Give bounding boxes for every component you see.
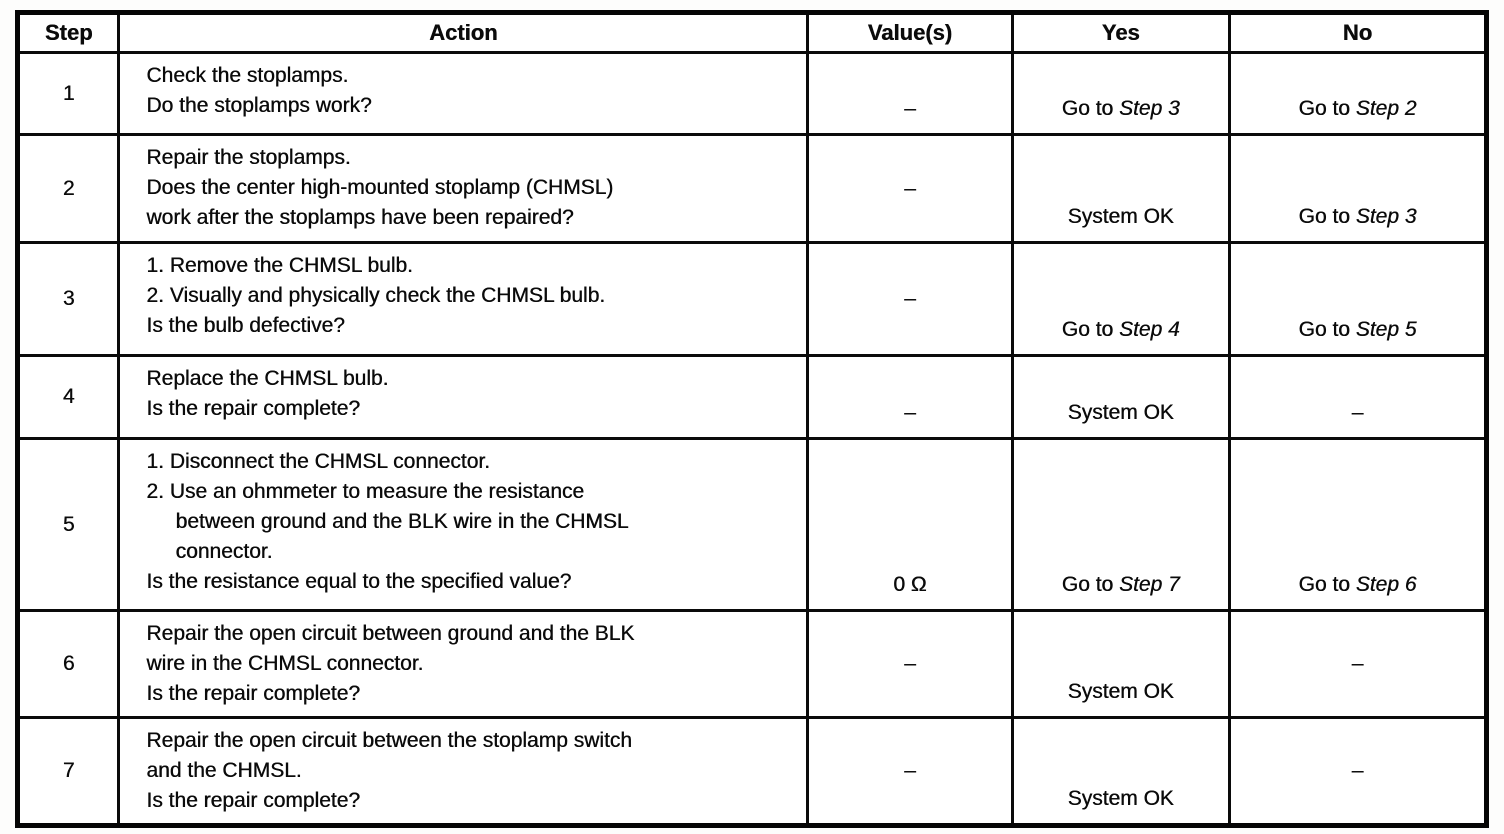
action-cell: 1. Disconnect the CHMSL connector. 2. Us… [117,437,810,612]
yes-cell: System OK [1010,354,1231,440]
step-reference: Step 2 [1355,97,1417,120]
step-reference: Step 6 [1355,573,1417,596]
step-reference: Step 7 [1118,573,1180,596]
value-cell: – [806,133,1014,244]
action-cell: Replace the CHMSL bulb. Is the repair co… [117,354,810,440]
no-text: Go to [1298,205,1356,228]
step-reference: Step 5 [1355,318,1417,341]
yes-cell: System OK [1010,716,1231,827]
table-row-step-5: 5 1. Disconnect the CHMSL connector. 2. … [15,437,1489,612]
action-cell: Repair the open circuit between the stop… [117,716,810,827]
step-cell: 7 [15,716,121,827]
table-row-step-7: 7 Repair the open circuit between the st… [15,716,1489,827]
value-cell: – [806,716,1014,827]
table-row-step-4: 4 Replace the CHMSL bulb. Is the repair … [15,354,1489,440]
yes-text: System OK [1067,401,1174,424]
value-cell: – [806,609,1014,719]
step-reference: Step 3 [1118,97,1180,120]
yes-text: Go to [1061,97,1119,120]
header-step: Step [15,11,121,54]
no-cell: – [1227,354,1489,440]
value-cell: – [806,354,1014,440]
table-row-step-3: 3 1. Remove the CHMSL bulb. 2. Visually … [15,241,1489,357]
yes-cell: Go to Step 7 [1010,437,1231,612]
yes-text: System OK [1067,787,1174,810]
yes-text: System OK [1067,680,1174,703]
step-reference: Step 4 [1118,318,1180,341]
step-cell: 3 [15,241,121,357]
no-text: Go to [1298,573,1356,596]
yes-cell: System OK [1010,133,1231,244]
no-cell: Go to Step 6 [1227,437,1489,612]
action-cell: Repair the stoplamps. Does the center hi… [117,133,810,244]
table-row-step-6: 6 Repair the open circuit between ground… [15,609,1489,719]
action-cell: Repair the open circuit between ground a… [117,609,810,719]
step-cell: 6 [15,609,121,719]
yes-text: Go to [1061,573,1119,596]
step-cell: 2 [15,133,121,244]
no-text: – [1351,652,1364,675]
table-row-step-1: 1 Check the stoplamps. Do the stoplamps … [15,51,1489,136]
step-cell: 4 [15,354,121,440]
header-no: No [1227,11,1489,54]
no-text: – [1351,759,1364,782]
yes-text: System OK [1067,205,1174,228]
header-row: Step Action Value(s) Yes No [15,11,1489,54]
no-text: Go to [1298,318,1356,341]
no-cell: Go to Step 2 [1227,51,1489,136]
yes-cell: System OK [1010,609,1231,719]
value-cell: – [806,51,1014,136]
step-cell: 5 [15,437,121,612]
header-action: Action [117,11,810,54]
action-cell: Check the stoplamps. Do the stoplamps wo… [117,51,810,136]
step-cell: 1 [15,51,121,136]
value-cell: – [806,241,1014,357]
no-cell: – [1227,716,1489,827]
header-yes: Yes [1010,11,1231,54]
table-row-step-2: 2 Repair the stoplamps. Does the center … [15,133,1489,244]
header-values: Value(s) [806,11,1014,54]
no-cell: Go to Step 3 [1227,133,1489,244]
no-text: – [1351,401,1364,424]
diagnostic-table: Step Action Value(s) Yes No 1 Check the … [15,10,1489,828]
no-text: Go to [1298,97,1356,120]
no-cell: – [1227,609,1489,719]
step-reference: Step 3 [1355,205,1417,228]
yes-cell: Go to Step 3 [1010,51,1231,136]
yes-text: Go to [1061,318,1119,341]
value-cell: 0 Ω [806,437,1014,612]
yes-cell: Go to Step 4 [1010,241,1231,357]
no-cell: Go to Step 5 [1227,241,1489,357]
action-cell: 1. Remove the CHMSL bulb. 2. Visually an… [117,241,810,357]
